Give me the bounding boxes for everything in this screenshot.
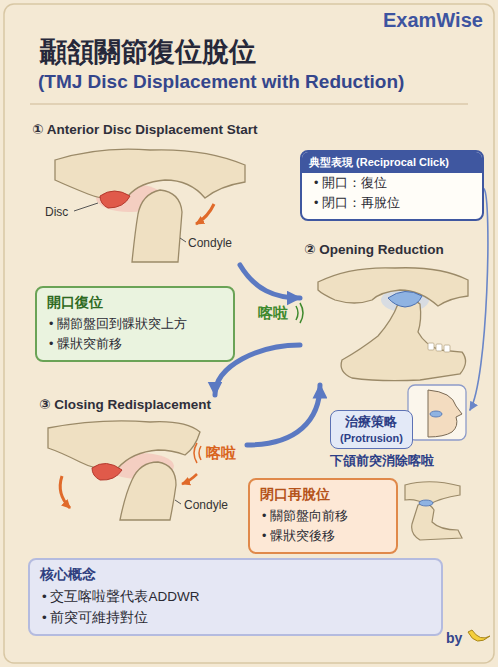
flow-arrow: [470, 189, 488, 410]
temporal-bone: [405, 482, 460, 505]
title-rule: [30, 103, 468, 104]
card-heading: 典型表現 (Reciprocal Click): [302, 152, 482, 173]
bullet-item: • 關節盤向前移: [250, 506, 396, 526]
info-card: 閉口再脫位• 關節盤向前移• 髁狀突後移: [248, 478, 398, 554]
card-heading: 核心概念: [30, 560, 441, 586]
sound-label: 喀啦: [258, 304, 288, 322]
articular-disc: [430, 411, 442, 417]
tooth: [428, 343, 434, 350]
bullet-item: • 交互喀啦聲代表ADDWR: [30, 586, 441, 607]
stage-heading: ③ Closing Redisplacement: [35, 395, 215, 416]
treatment-note: 下頜前突消除喀啦: [330, 453, 434, 470]
temporal-bone: [55, 149, 245, 198]
bullet-item: • 關節盤回到髁狀突上方: [37, 314, 233, 334]
condyle-bone: [132, 190, 182, 262]
temporal-bone: [318, 268, 468, 306]
articular-disc: [388, 291, 422, 307]
flow-arrow: [247, 385, 320, 445]
motion-arrow: [182, 474, 197, 484]
stage-heading: ② Opening Reduction: [300, 240, 448, 261]
stage-heading: ① Anterior Disc Displacement Start: [28, 120, 262, 141]
motion-arrow: [196, 204, 214, 224]
sound-label: 喀啦: [206, 444, 236, 462]
sound-wave: [296, 306, 298, 320]
stage-panel: ③ Closing Redisplacement: [35, 395, 247, 520]
bullet-item: • 前突可維持對位: [30, 607, 441, 634]
bullet-item: • 髁狀突後移: [250, 526, 396, 552]
tooth: [436, 344, 442, 351]
inset-frame: [408, 385, 466, 440]
articular-disc: [100, 191, 130, 208]
part-label: Condyle: [188, 236, 232, 250]
part-label: Condyle: [184, 498, 228, 512]
sound-wave: [300, 303, 303, 323]
teeth: [428, 343, 450, 352]
banana-icon: [468, 630, 490, 641]
info-card: 典型表現 (Reciprocal Click)• 開口：復位• 閉口：再脫位: [300, 150, 484, 221]
treatment-box: 治療策略(Protrusion) 下頜前突消除喀啦: [330, 410, 480, 470]
credit: by: [446, 630, 462, 647]
card-heading: 開口復位: [37, 288, 233, 314]
face-profile: [428, 390, 462, 437]
title: 顳頷關節復位脫位: [40, 34, 256, 70]
bullet-item: • 髁狀突前移: [37, 334, 233, 360]
info-card: 核心概念• 交互喀啦聲代表ADDWR• 前突可維持對位: [28, 558, 443, 636]
info-card: 開口復位• 關節盤回到髁狀突上方• 髁狀突前移: [35, 286, 235, 362]
flow-arrow: [240, 265, 300, 298]
stage-panel: ① Anterior Disc Displacement Start: [28, 120, 296, 265]
temporal-bone: [48, 421, 200, 469]
card-heading: 治療策略: [340, 414, 403, 431]
sound-wave: [194, 443, 197, 463]
frame: [4, 4, 494, 663]
articular-disc: [92, 463, 122, 480]
tooth: [444, 345, 450, 352]
leader-line: [180, 238, 186, 242]
bullet-item: • 開口：復位: [302, 173, 482, 193]
articular-disc: [419, 500, 433, 506]
mandible: [412, 503, 462, 540]
card-heading: 閉口再脫位: [250, 480, 396, 506]
card-subheading: (Protrusion): [340, 431, 403, 445]
part-label: Disc: [45, 205, 68, 219]
condyle-bone: [120, 462, 176, 520]
leader-line: [175, 500, 181, 504]
brand-mark: ExamWise: [383, 8, 483, 32]
sound-wave: [199, 446, 201, 460]
mandible: [341, 300, 465, 381]
motion-arrow: [60, 476, 70, 508]
treatment-pill: 治療策略(Protrusion): [330, 410, 413, 449]
stage-panel: ② Opening Reduction: [300, 240, 485, 385]
leader-line: [74, 203, 98, 211]
subtitle: (TMJ Disc Displacement with Reduction): [38, 71, 404, 94]
bullet-item: • 閉口：再脫位: [302, 193, 482, 219]
